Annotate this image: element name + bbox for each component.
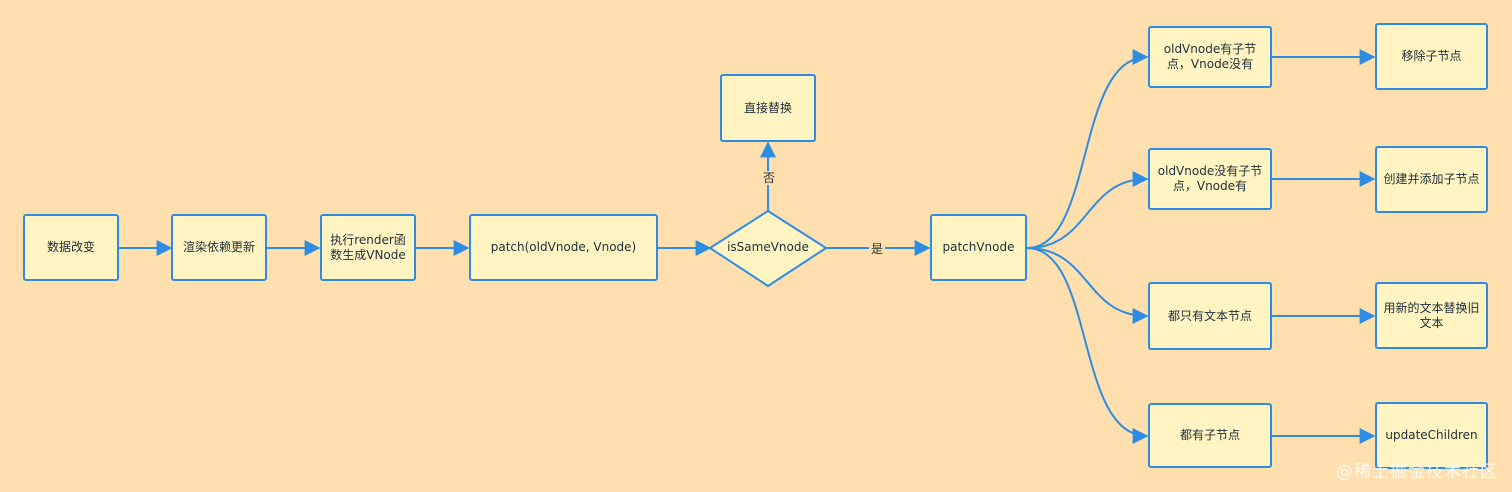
- node-direct-replace: 直接替换: [720, 74, 816, 142]
- edge-patchvnode-to-branch-4: [1026, 247, 1149, 444]
- node-old-has-children: oldVnode有子节点，Vnode没有: [1148, 26, 1272, 88]
- edge-label-no: 否: [761, 171, 778, 185]
- node-remove-children: 移除子节点: [1375, 23, 1488, 90]
- watermark: @稀土掘金技术社区: [1336, 462, 1498, 482]
- edge-label-yes: 是: [869, 242, 886, 256]
- node-both-children: 都有子节点: [1148, 403, 1272, 468]
- node-both-text: 都只有文本节点: [1148, 282, 1272, 350]
- node-render-deps: 渲染依赖更新: [171, 214, 267, 281]
- node-old-no-children: oldVnode没有子节点，Vnode有: [1148, 148, 1272, 210]
- node-create-children: 创建并添加子节点: [1375, 146, 1488, 213]
- decision-label: isSameVnode: [727, 240, 809, 254]
- node-replace-text: 用新的文本替换旧文本: [1375, 282, 1488, 349]
- node-patch: patch(oldVnode, Vnode): [469, 214, 658, 281]
- node-exec-render: 执行render函数生成VNode: [320, 214, 416, 281]
- edge-patchvnode-to-branch-3: [1026, 247, 1149, 324]
- edge-patchvnode-to-branch-1: [1026, 49, 1149, 249]
- node-update-children: updateChildren: [1375, 402, 1488, 469]
- edge-patchvnode-to-branch-2: [1026, 171, 1149, 249]
- node-patchvnode: patchVnode: [930, 214, 1027, 281]
- node-data-change: 数据改变: [23, 214, 119, 281]
- decision-diamond: [708, 209, 828, 288]
